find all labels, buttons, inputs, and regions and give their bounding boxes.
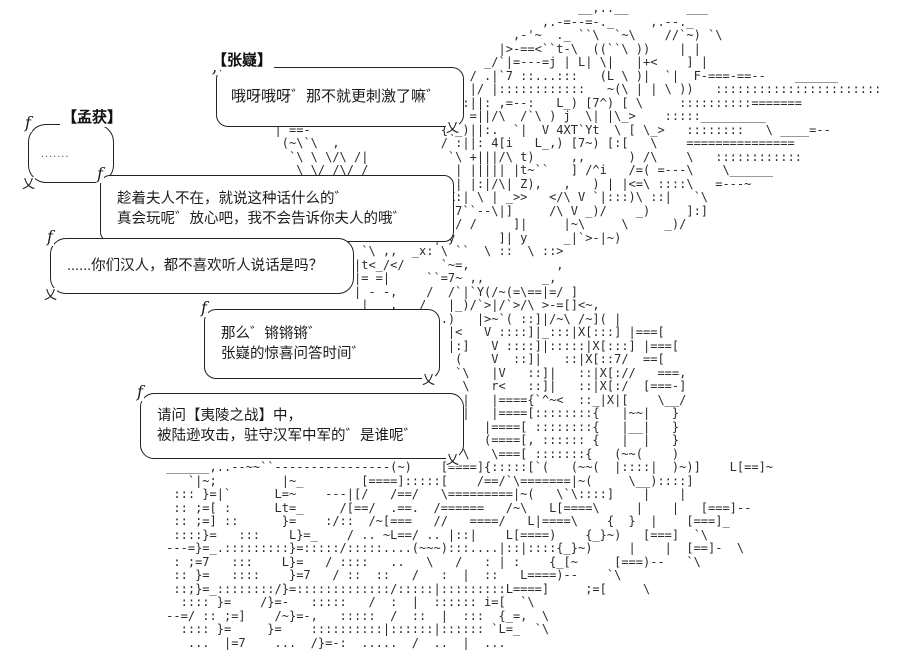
dialogue-text: 请问【夷陵之战】中， [157, 408, 302, 424]
dialogue-text: ....... [41, 147, 70, 160]
dialogue-text: 张嶷的惊喜问答时间゛ [221, 346, 366, 362]
bubble-hook-icon: f [46, 227, 54, 246]
character-label-menghuo: 【孟获】 [60, 106, 125, 127]
bubble-tail-icon: 乂 [445, 452, 459, 467]
bubble-tail-icon: 乂 [44, 287, 58, 302]
speech-bubble-zhangni-4: f 请问【夷陵之战】中， 被陆逊攻击，驻守汉军中军的゛是谁呢゛ 乂 [136, 382, 464, 466]
speech-bubble-zhangni-1: f 哦呀哦呀゛那不就更刺激了嘛゛ 乂 [212, 56, 464, 134]
bubble-hook-icon: f [24, 113, 32, 132]
dialogue-text: 真会玩呢゛放心吧，我不会告诉你夫人的哦゛ [117, 210, 407, 227]
bubble-hook-icon: f [136, 382, 144, 401]
dialogue-text: 被陆逊攻击，驻守汉军中军的゛是谁呢゛ [157, 428, 418, 444]
bubble-tail-icon: 乂 [421, 372, 435, 387]
dialogue-text: ......你们汉人，都不喜欢听人说话是吗？ [67, 258, 324, 274]
dialogue-text: 那么゛锵锵锵゛ [221, 326, 323, 342]
speech-bubble-zhangni-2: f 趁着夫人不在，就说这种话什么的゛ 真会玩呢゛放心吧，我不会告诉你夫人的哦゛ [96, 164, 454, 242]
speech-bubble-zhangni-3: f 那么゛锵锵锵゛ 张嶷的惊喜问答时间゛ 乂 [200, 298, 440, 386]
ascii-art-figure: __,..__ ___ ,.-=--=-._ ,.--._ ,-'~ ._ ``… [166, 1, 882, 650]
speech-bubble-menghuo-2: f ......你们汉人，都不喜欢听人说话是吗？ 乂 [44, 227, 354, 301]
dialogue-text: 趁着夫人不在，就说这种话什么的゛ [117, 190, 349, 207]
character-label-zhangni: 【张嶷】 [210, 49, 275, 70]
bubble-hook-icon: f [96, 164, 104, 183]
bubble-hook-icon: f [200, 298, 208, 317]
bubble-tail-icon: 乂 [22, 176, 36, 191]
dialogue-text: 哦呀哦呀゛那不就更刺激了嘛゛ [231, 88, 442, 105]
bubble-tail-icon: 乂 [445, 120, 459, 135]
